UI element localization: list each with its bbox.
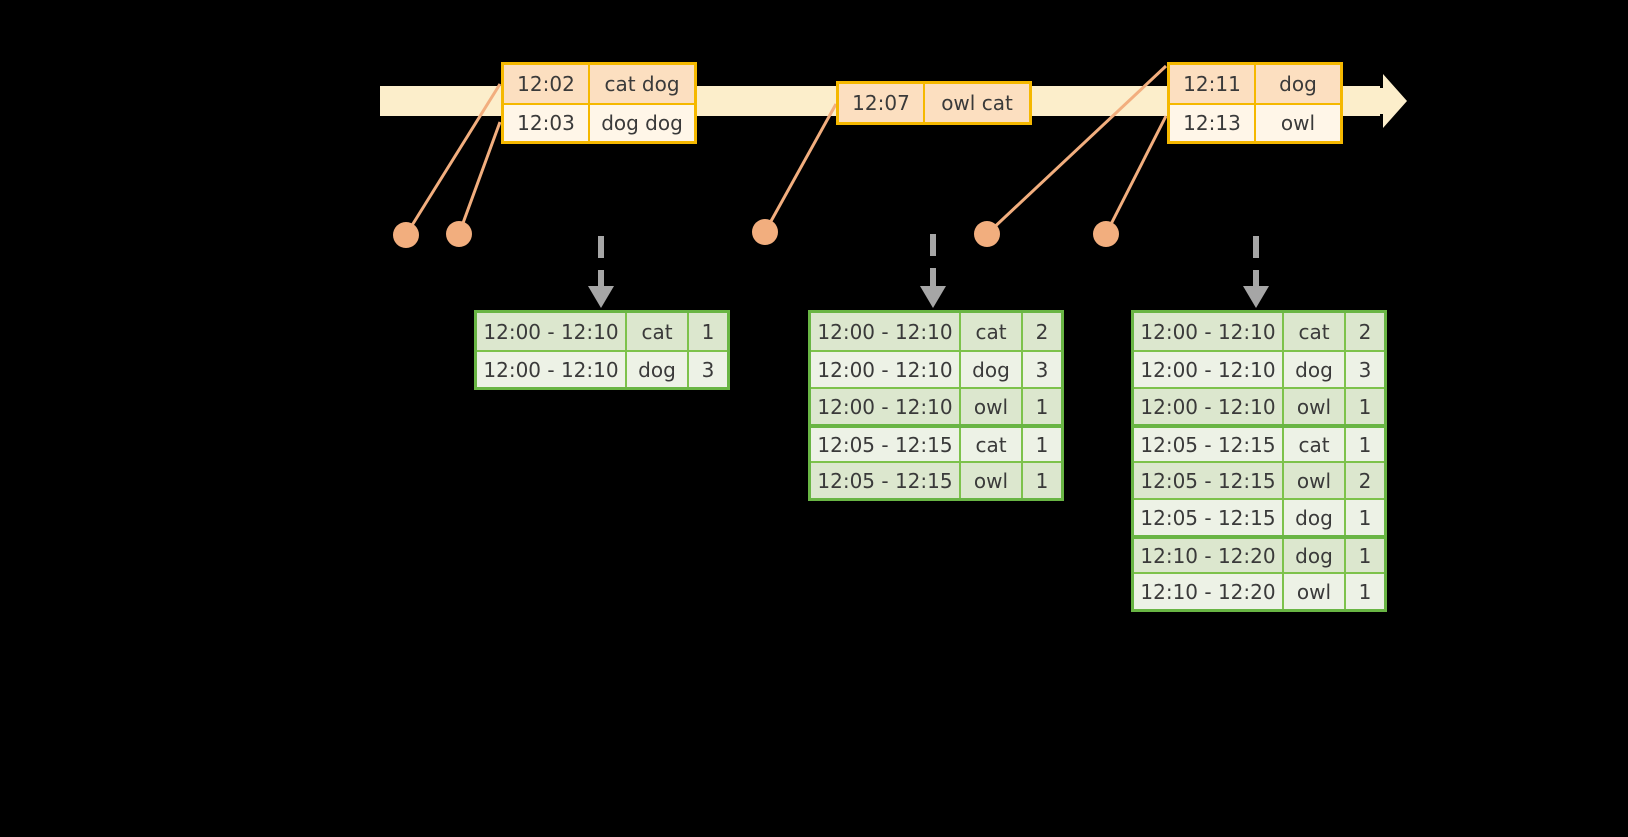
count-cell: 1 bbox=[1344, 389, 1384, 424]
count-cell: 3 bbox=[1021, 352, 1061, 387]
count-cell: 1 bbox=[1021, 389, 1061, 424]
key-cell: dog bbox=[625, 352, 687, 387]
count-cell: 1 bbox=[1344, 539, 1384, 572]
window-cell: 12:10 - 12:20 bbox=[1140, 579, 1276, 604]
key-cell: owl bbox=[1282, 463, 1344, 498]
key-cell: owl bbox=[1282, 574, 1344, 609]
window-cell: 12:00 - 12:10 bbox=[817, 357, 953, 382]
key-cell: cat bbox=[625, 313, 687, 350]
key-cell: cat bbox=[1282, 313, 1344, 350]
event-marker-2 bbox=[446, 221, 472, 247]
event-marker-3 bbox=[752, 219, 778, 245]
event-time: 12:11 bbox=[1183, 72, 1241, 96]
count-cell: 3 bbox=[1344, 352, 1384, 387]
count-cell: 2 bbox=[1344, 463, 1384, 498]
window-cell: 12:00 - 12:10 bbox=[1140, 357, 1276, 382]
count-cell: 1 bbox=[1344, 428, 1384, 461]
event-value: owl bbox=[1254, 105, 1340, 141]
window-cell: 12:00 - 12:10 bbox=[1140, 319, 1276, 344]
connector-line-3 bbox=[763, 103, 838, 233]
count-cell: 3 bbox=[687, 352, 727, 387]
count-cell: 1 bbox=[1021, 428, 1061, 461]
window-cell: 12:05 - 12:15 bbox=[817, 468, 953, 493]
window-cell: 12:00 - 12:10 bbox=[1140, 394, 1276, 419]
count-cell: 2 bbox=[1344, 313, 1384, 350]
count-cell: 1 bbox=[1344, 500, 1384, 535]
event-value: dog bbox=[1254, 65, 1340, 103]
window-cell: 12:00 - 12:10 bbox=[817, 319, 953, 344]
key-cell: owl bbox=[1282, 389, 1344, 424]
window-cell: 12:00 - 12:10 bbox=[817, 394, 953, 419]
event-group-a[interactable]: 12:02 cat dog 12:03 dog dog bbox=[501, 62, 697, 144]
window-cell: 12:00 - 12:10 bbox=[483, 319, 619, 344]
window-cell: 12:05 - 12:15 bbox=[1140, 468, 1276, 493]
timeline-arrow-head bbox=[1363, 74, 1407, 128]
window-cell: 12:05 - 12:15 bbox=[1140, 432, 1276, 457]
dashed-arrow-head-1 bbox=[588, 286, 614, 308]
count-cell: 2 bbox=[1021, 313, 1061, 350]
event-time: 12:13 bbox=[1183, 111, 1241, 135]
count-cell: 1 bbox=[1021, 463, 1061, 498]
event-time: 12:07 bbox=[852, 91, 910, 115]
window-cell: 12:05 - 12:15 bbox=[817, 432, 953, 457]
event-marker-5 bbox=[1093, 221, 1119, 247]
event-marker-1 bbox=[393, 222, 419, 248]
key-cell: owl bbox=[959, 463, 1021, 498]
event-time: 12:02 bbox=[517, 72, 575, 96]
key-cell: dog bbox=[1282, 500, 1344, 535]
dashed-arrow-head-2 bbox=[920, 286, 946, 308]
event-group-b[interactable]: 12:07 owl cat bbox=[836, 81, 1032, 125]
window-cell: 12:10 - 12:20 bbox=[1140, 543, 1276, 568]
count-cell: 1 bbox=[1344, 574, 1384, 609]
key-cell: cat bbox=[959, 428, 1021, 461]
event-row[interactable]: 12:02 cat dog bbox=[504, 65, 694, 103]
connector-line-2 bbox=[457, 121, 502, 235]
event-value: cat dog bbox=[588, 65, 694, 103]
key-cell: dog bbox=[959, 352, 1021, 387]
event-marker-4 bbox=[974, 221, 1000, 247]
event-group-c[interactable]: 12:11 dog 12:13 owl bbox=[1167, 62, 1343, 144]
connector-line-5 bbox=[1104, 115, 1168, 235]
event-row[interactable]: 12:07 owl cat bbox=[839, 84, 1029, 122]
key-cell: cat bbox=[1282, 428, 1344, 461]
window-cell: 12:05 - 12:15 bbox=[1140, 505, 1276, 530]
key-cell: dog bbox=[1282, 539, 1344, 572]
count-cell: 1 bbox=[687, 313, 727, 350]
event-time: 12:03 bbox=[517, 111, 575, 135]
event-value: dog dog bbox=[588, 105, 694, 141]
dashed-arrow-head-3 bbox=[1243, 286, 1269, 308]
event-row[interactable]: 12:11 dog bbox=[1170, 65, 1340, 103]
event-value: owl cat bbox=[923, 84, 1029, 122]
event-row[interactable]: 12:03 dog dog bbox=[504, 103, 694, 141]
window-cell: 12:00 - 12:10 bbox=[483, 357, 619, 382]
key-cell: dog bbox=[1282, 352, 1344, 387]
key-cell: owl bbox=[959, 389, 1021, 424]
event-row[interactable]: 12:13 owl bbox=[1170, 103, 1340, 141]
key-cell: cat bbox=[959, 313, 1021, 350]
